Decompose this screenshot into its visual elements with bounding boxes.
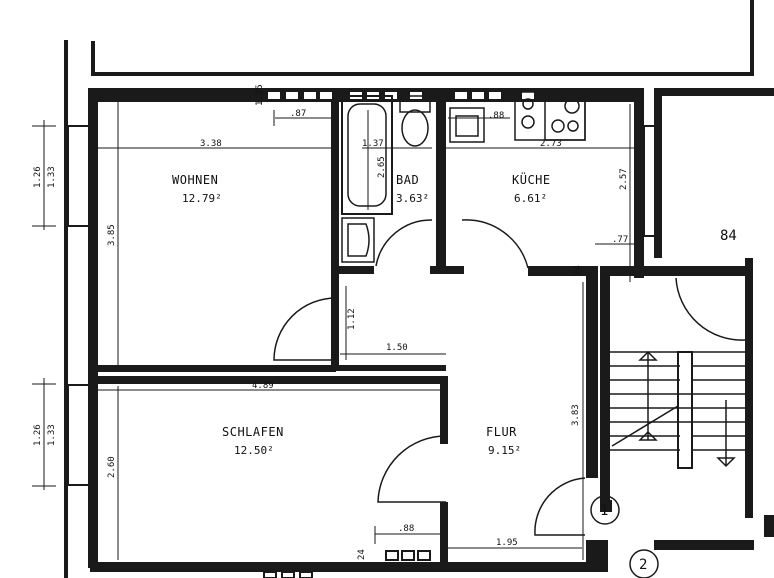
stove [514,91,586,141]
dim-flur-width: 1.50 [386,343,408,353]
dim-wohnen-parapet: 1.25 [255,84,265,106]
doors [273,219,746,536]
dim-kueche-door: .77 [612,235,628,245]
dim-window-top-outer: 1.26 [33,166,43,188]
top-windows [263,92,534,578]
room-area-flur: 9.15² [488,444,521,457]
dim-kueche-stub: 24 [573,265,583,276]
dim-flur-bottom: 1.95 [496,538,518,548]
dim-wohnen-height: 3.85 [107,224,117,246]
circle-marker-2 [629,549,659,578]
dim-flur-door-height: 1.12 [347,308,357,330]
dim-schlafen-width: 4.89 [252,381,274,391]
dim-kueche-window: .88 [488,111,504,121]
dim-kueche-height: 2.57 [619,168,629,190]
dim-kueche-width: 2.73 [540,139,562,149]
toilet [399,95,431,147]
dim-flur-height: 3.83 [571,404,581,426]
dim-window-top-inner: 1.33 [47,166,57,188]
bathtub [341,95,393,215]
circle-marker-1-label: 1 [600,503,608,519]
apartment-number: 84 [720,228,737,244]
dim-schlafen-parapet: 24 [357,549,367,560]
room-name-flur: FLUR [486,425,517,439]
room-area-kueche: 6.61² [514,192,547,205]
room-area-wohnen: 12.79² [182,192,222,205]
room-name-wohnen: WOHNEN [172,173,218,187]
sink [341,217,375,263]
room-name-schlafen: SCHLAFEN [222,425,284,439]
dimension-lines [32,92,634,560]
dim-bad-height: 2.65 [377,156,387,178]
circle-marker-2-label: 2 [639,557,647,573]
room-name-bad: BAD [396,173,419,187]
room-area-schlafen: 12.50² [234,444,274,457]
dim-bad-width: 1.37 [362,139,384,149]
kitchen-sink [449,107,485,143]
dim-schlafen-window: .88 [398,524,414,534]
room-name-kueche: KÜCHE [512,171,551,187]
room-area-bad: 3.63² [396,192,429,205]
staircase [610,350,745,469]
dim-schlafen-height: 2.60 [107,456,117,478]
dim-wohnen-width: 3.38 [200,139,222,149]
dim-window-bottom-inner: 1.33 [47,424,57,446]
dim-wohnen-window: .87 [290,109,306,119]
circle-marker-1 [590,495,620,525]
walls [64,0,774,578]
dim-window-bottom-outer: 1.26 [33,424,43,446]
